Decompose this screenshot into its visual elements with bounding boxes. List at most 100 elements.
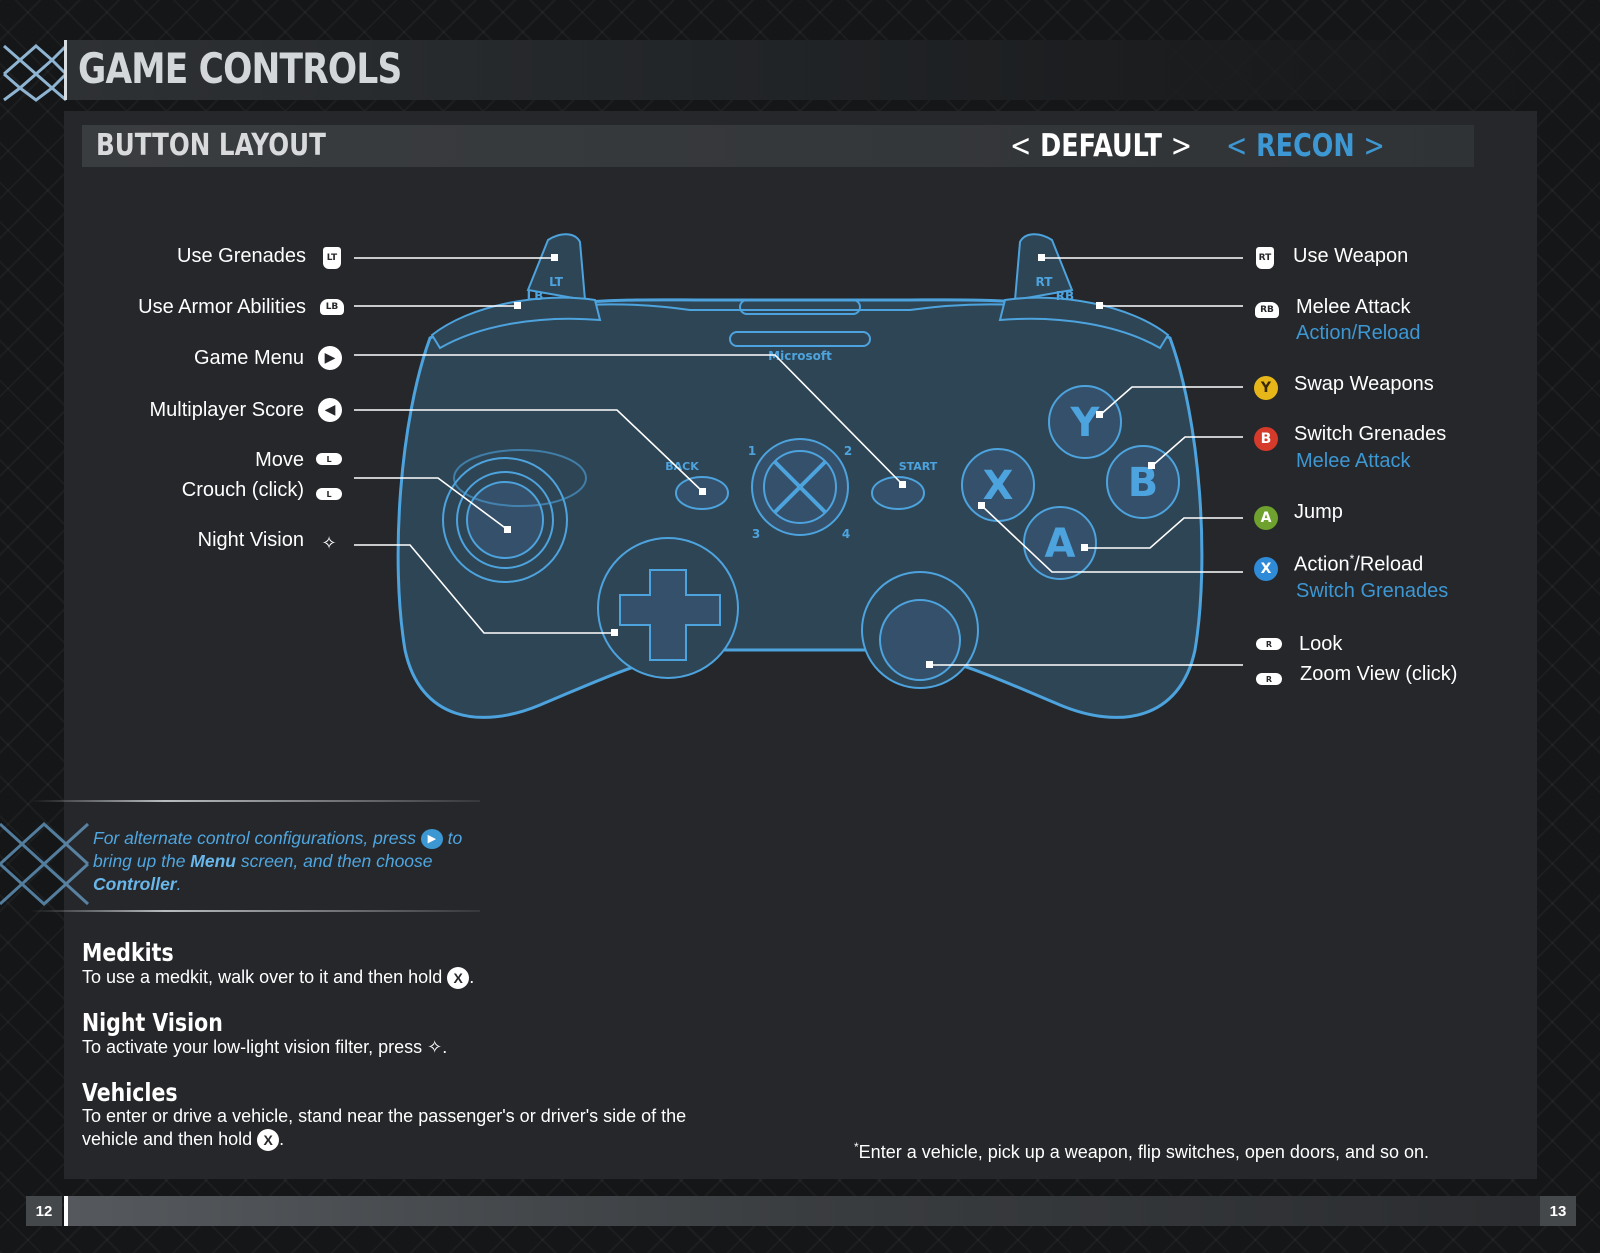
rb-mark: RB [1056, 289, 1074, 303]
label-melee-attack: Melee Attack [1296, 296, 1411, 318]
callout-lines [354, 257, 1243, 666]
lt-mark: LT [549, 275, 564, 289]
alternate-config-note: For alternate control configurations, pr… [93, 827, 473, 896]
rb-icon: RB [1255, 302, 1279, 318]
quadrant-1: 1 [748, 444, 756, 458]
footer-bar [64, 1196, 1544, 1226]
label-use-grenades: Use Grenades [177, 245, 306, 267]
note-text-1: For alternate control configurations, pr… [93, 828, 421, 848]
note-text-4: . [176, 874, 182, 894]
brand-mark: Microsoft [768, 349, 832, 363]
preset-default-label: DEFAULT [1040, 128, 1162, 164]
note-controller: Controller [93, 874, 177, 894]
label-game-menu: Game Menu [193, 347, 304, 369]
right-stick-cap [879, 599, 961, 681]
label-b-recon: Melee Attack [1296, 450, 1411, 472]
y-icon: Y [1254, 376, 1278, 400]
rt-trigger [1013, 233, 1074, 302]
dpad [619, 569, 721, 661]
page-title: GAME CONTROLS [78, 44, 402, 93]
b-icon: B [1254, 427, 1278, 451]
vehicles-text-end: . [279, 1129, 285, 1149]
night-vision-text-end: . [442, 1037, 448, 1057]
a-icon: A [1254, 506, 1278, 530]
label-move: Move [255, 449, 304, 471]
right-stick-icon: R [1256, 638, 1282, 650]
page-number-right: 13 [1540, 1196, 1576, 1226]
medkits-text: To use a medkit, walk over to it and the… [82, 966, 475, 990]
label-x-recon: Switch Grenades [1296, 580, 1449, 602]
label-rb-recon: Action/Reload [1296, 322, 1421, 344]
start-button [871, 476, 925, 510]
start-icon: ▶ [318, 346, 342, 370]
vehicles-text-body: To enter or drive a vehicle, stand near … [82, 1106, 687, 1149]
quadrant-4: 4 [842, 527, 850, 541]
y-button [1048, 385, 1122, 459]
chevron-right-icon[interactable]: > [1170, 128, 1193, 164]
medkits-text-body: To use a medkit, walk over to it and the… [82, 967, 448, 987]
callout-dots [504, 254, 1155, 668]
rt-icon: RT [1256, 247, 1274, 269]
dpad-icon: ✧ [321, 532, 337, 554]
preset-recon[interactable]: < RECON > [1226, 128, 1385, 164]
label-swap-weapons: Swap Weapons [1294, 373, 1434, 395]
section-bar [82, 125, 1474, 167]
left-stick-cap [466, 481, 544, 559]
start-icon: ▶ [420, 829, 443, 850]
night-vision-text-body: To activate your low-light vision filter… [82, 1037, 428, 1057]
label-jump: Jump [1294, 501, 1343, 523]
left-stick-click-icon: L [316, 488, 342, 500]
night-vision-heading: Night Vision [82, 1008, 223, 1037]
footnote-text: Enter a vehicle, pick up a weapon, flip … [858, 1142, 1430, 1162]
chevron-left-icon[interactable]: < [1010, 128, 1032, 164]
lt-trigger [526, 233, 587, 302]
preset-recon-label: RECON [1256, 128, 1355, 164]
vehicles-heading: Vehicles [82, 1078, 178, 1107]
rt-mark: RT [1036, 275, 1054, 289]
footnote-marker: * [1349, 552, 1355, 566]
controller-illustration [396, 233, 1204, 719]
a-button [1023, 506, 1097, 580]
right-stick-click-icon: R [1256, 673, 1282, 685]
rb-bumper [998, 296, 1170, 350]
chevron-right-icon[interactable]: > [1363, 128, 1385, 164]
night-vision-text: To activate your low-light vision filter… [82, 1036, 447, 1059]
x-icon: X [1254, 557, 1278, 581]
medkits-heading: Medkits [82, 938, 174, 967]
x-icon: X [447, 967, 470, 990]
label-action: Action [1294, 553, 1350, 576]
preset-default[interactable]: < DEFAULT > [1010, 128, 1192, 164]
label-switch-grenades: Switch Grenades [1294, 423, 1447, 445]
lb-bumper [430, 296, 602, 350]
note-divider-top [30, 800, 480, 802]
lt-icon: LT [323, 247, 341, 269]
note-menu: Menu [190, 851, 236, 871]
label-reload: /Reload [1354, 553, 1424, 576]
x-icon: X [257, 1129, 280, 1152]
left-stick-icon: L [316, 453, 342, 465]
note-emblem-icon [0, 821, 90, 907]
label-zoom-view-click: Zoom View (click) [1300, 663, 1458, 685]
x-button-mark: X [983, 463, 1014, 509]
chevron-left-icon[interactable]: < [1226, 128, 1248, 164]
label-look: Look [1299, 633, 1343, 655]
medkits-text-end: . [469, 967, 475, 987]
label-night-vision: Night Vision [197, 529, 304, 551]
label-use-armor-abilities: Use Armor Abilities [138, 296, 306, 318]
title-bar [64, 40, 1600, 100]
b-button [1106, 445, 1180, 519]
lb-icon: LB [320, 299, 344, 315]
start-mark: START [899, 460, 938, 473]
quadrant-2: 2 [844, 444, 852, 458]
y-button-mark: Y [1070, 400, 1101, 446]
note-text-3: screen, and then choose [236, 851, 433, 871]
a-button-mark: A [1045, 521, 1076, 567]
footnote: *Enter a vehicle, pick up a weapon, flip… [854, 1140, 1429, 1163]
corner-emblem-icon [3, 44, 68, 102]
footnote-star: * [854, 1140, 859, 1154]
vehicles-text: To enter or drive a vehicle, stand near … [82, 1105, 722, 1152]
label-use-weapon: Use Weapon [1293, 245, 1409, 267]
section-title: BUTTON LAYOUT [96, 128, 326, 163]
page-number-left: 12 [26, 1196, 62, 1226]
